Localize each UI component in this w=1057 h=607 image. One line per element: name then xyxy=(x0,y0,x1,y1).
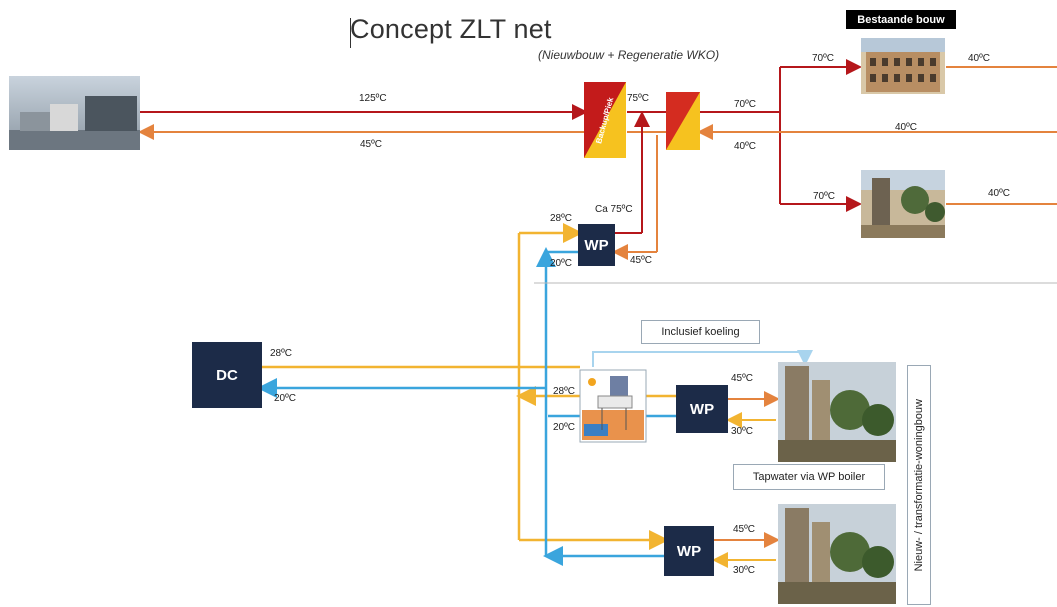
temp-existing-top-in: 70ºC xyxy=(812,53,834,64)
temp-dc-in: 20ºC xyxy=(274,393,296,404)
page-subtitle: (Nieuwbouw + Regeneratie WKO) xyxy=(538,48,720,62)
temp-existing-bottom-out: 40ºC xyxy=(988,188,1010,199)
new-building-bottom-image xyxy=(778,504,896,604)
temp-return-hx: 40ºC xyxy=(734,141,756,152)
temp-supply-main: 125ºC xyxy=(359,93,387,104)
temp-wp-top-in-cold: 20ºC xyxy=(550,258,572,269)
existing-building-bottom-image xyxy=(861,170,945,238)
heat-pump-bottom: WP xyxy=(664,526,714,576)
temp-to-existing: 70ºC xyxy=(734,99,756,110)
temp-wp-mid-return: 30ºC xyxy=(731,426,753,437)
backup-peak-boiler xyxy=(584,82,626,158)
temp-wp-bottom-return: 30ºC xyxy=(733,565,755,576)
backup-label: Backup/Piek xyxy=(594,95,616,145)
page-title: Concept ZLT net xyxy=(350,14,552,44)
temp-existing-bottom-in: 70ºC xyxy=(813,191,835,202)
backup-label-wrap: Backup/Piek xyxy=(588,88,622,152)
wko-storage-illustration xyxy=(579,369,647,443)
data-center-box: DC xyxy=(192,342,262,408)
temp-wp-top-return: 45ºC xyxy=(630,255,652,266)
temp-return-right: 40ºC xyxy=(895,122,917,133)
temp-wko-warm: 28ºC xyxy=(553,386,575,397)
temp-after-backup: 75ºC xyxy=(627,93,649,104)
temp-dc-out: 28ºC xyxy=(270,348,292,359)
temp-existing-top-out: 40ºC xyxy=(968,53,990,64)
side-label-box: Nieuw- / transformatie-woningbouw xyxy=(907,365,931,605)
heat-pump-middle: WP xyxy=(676,385,728,433)
temp-wp-mid-supply: 45ºC xyxy=(731,373,753,384)
new-building-top-image xyxy=(778,362,896,462)
temp-wp-top-out: Ca 75ºC xyxy=(595,204,633,215)
heat-pump-top: WP xyxy=(578,224,615,266)
side-label: Nieuw- / transformatie-woningbouw xyxy=(913,398,925,572)
tapwater-callout: Tapwater via WP boiler xyxy=(733,464,885,490)
heat-exchanger xyxy=(666,92,700,150)
temp-wp-top-in-warm: 28ºC xyxy=(550,213,572,224)
temp-wp-bottom-supply: 45ºC xyxy=(733,524,755,535)
existing-buildings-header: Bestaande bouw xyxy=(846,10,956,29)
existing-building-top-image xyxy=(861,38,945,94)
temp-return-main: 45ºC xyxy=(360,139,382,150)
text-cursor xyxy=(350,18,351,48)
power-plant-image xyxy=(9,76,140,150)
temp-wko-cold: 20ºC xyxy=(553,422,575,433)
cooling-callout: Inclusief koeling xyxy=(641,320,760,344)
